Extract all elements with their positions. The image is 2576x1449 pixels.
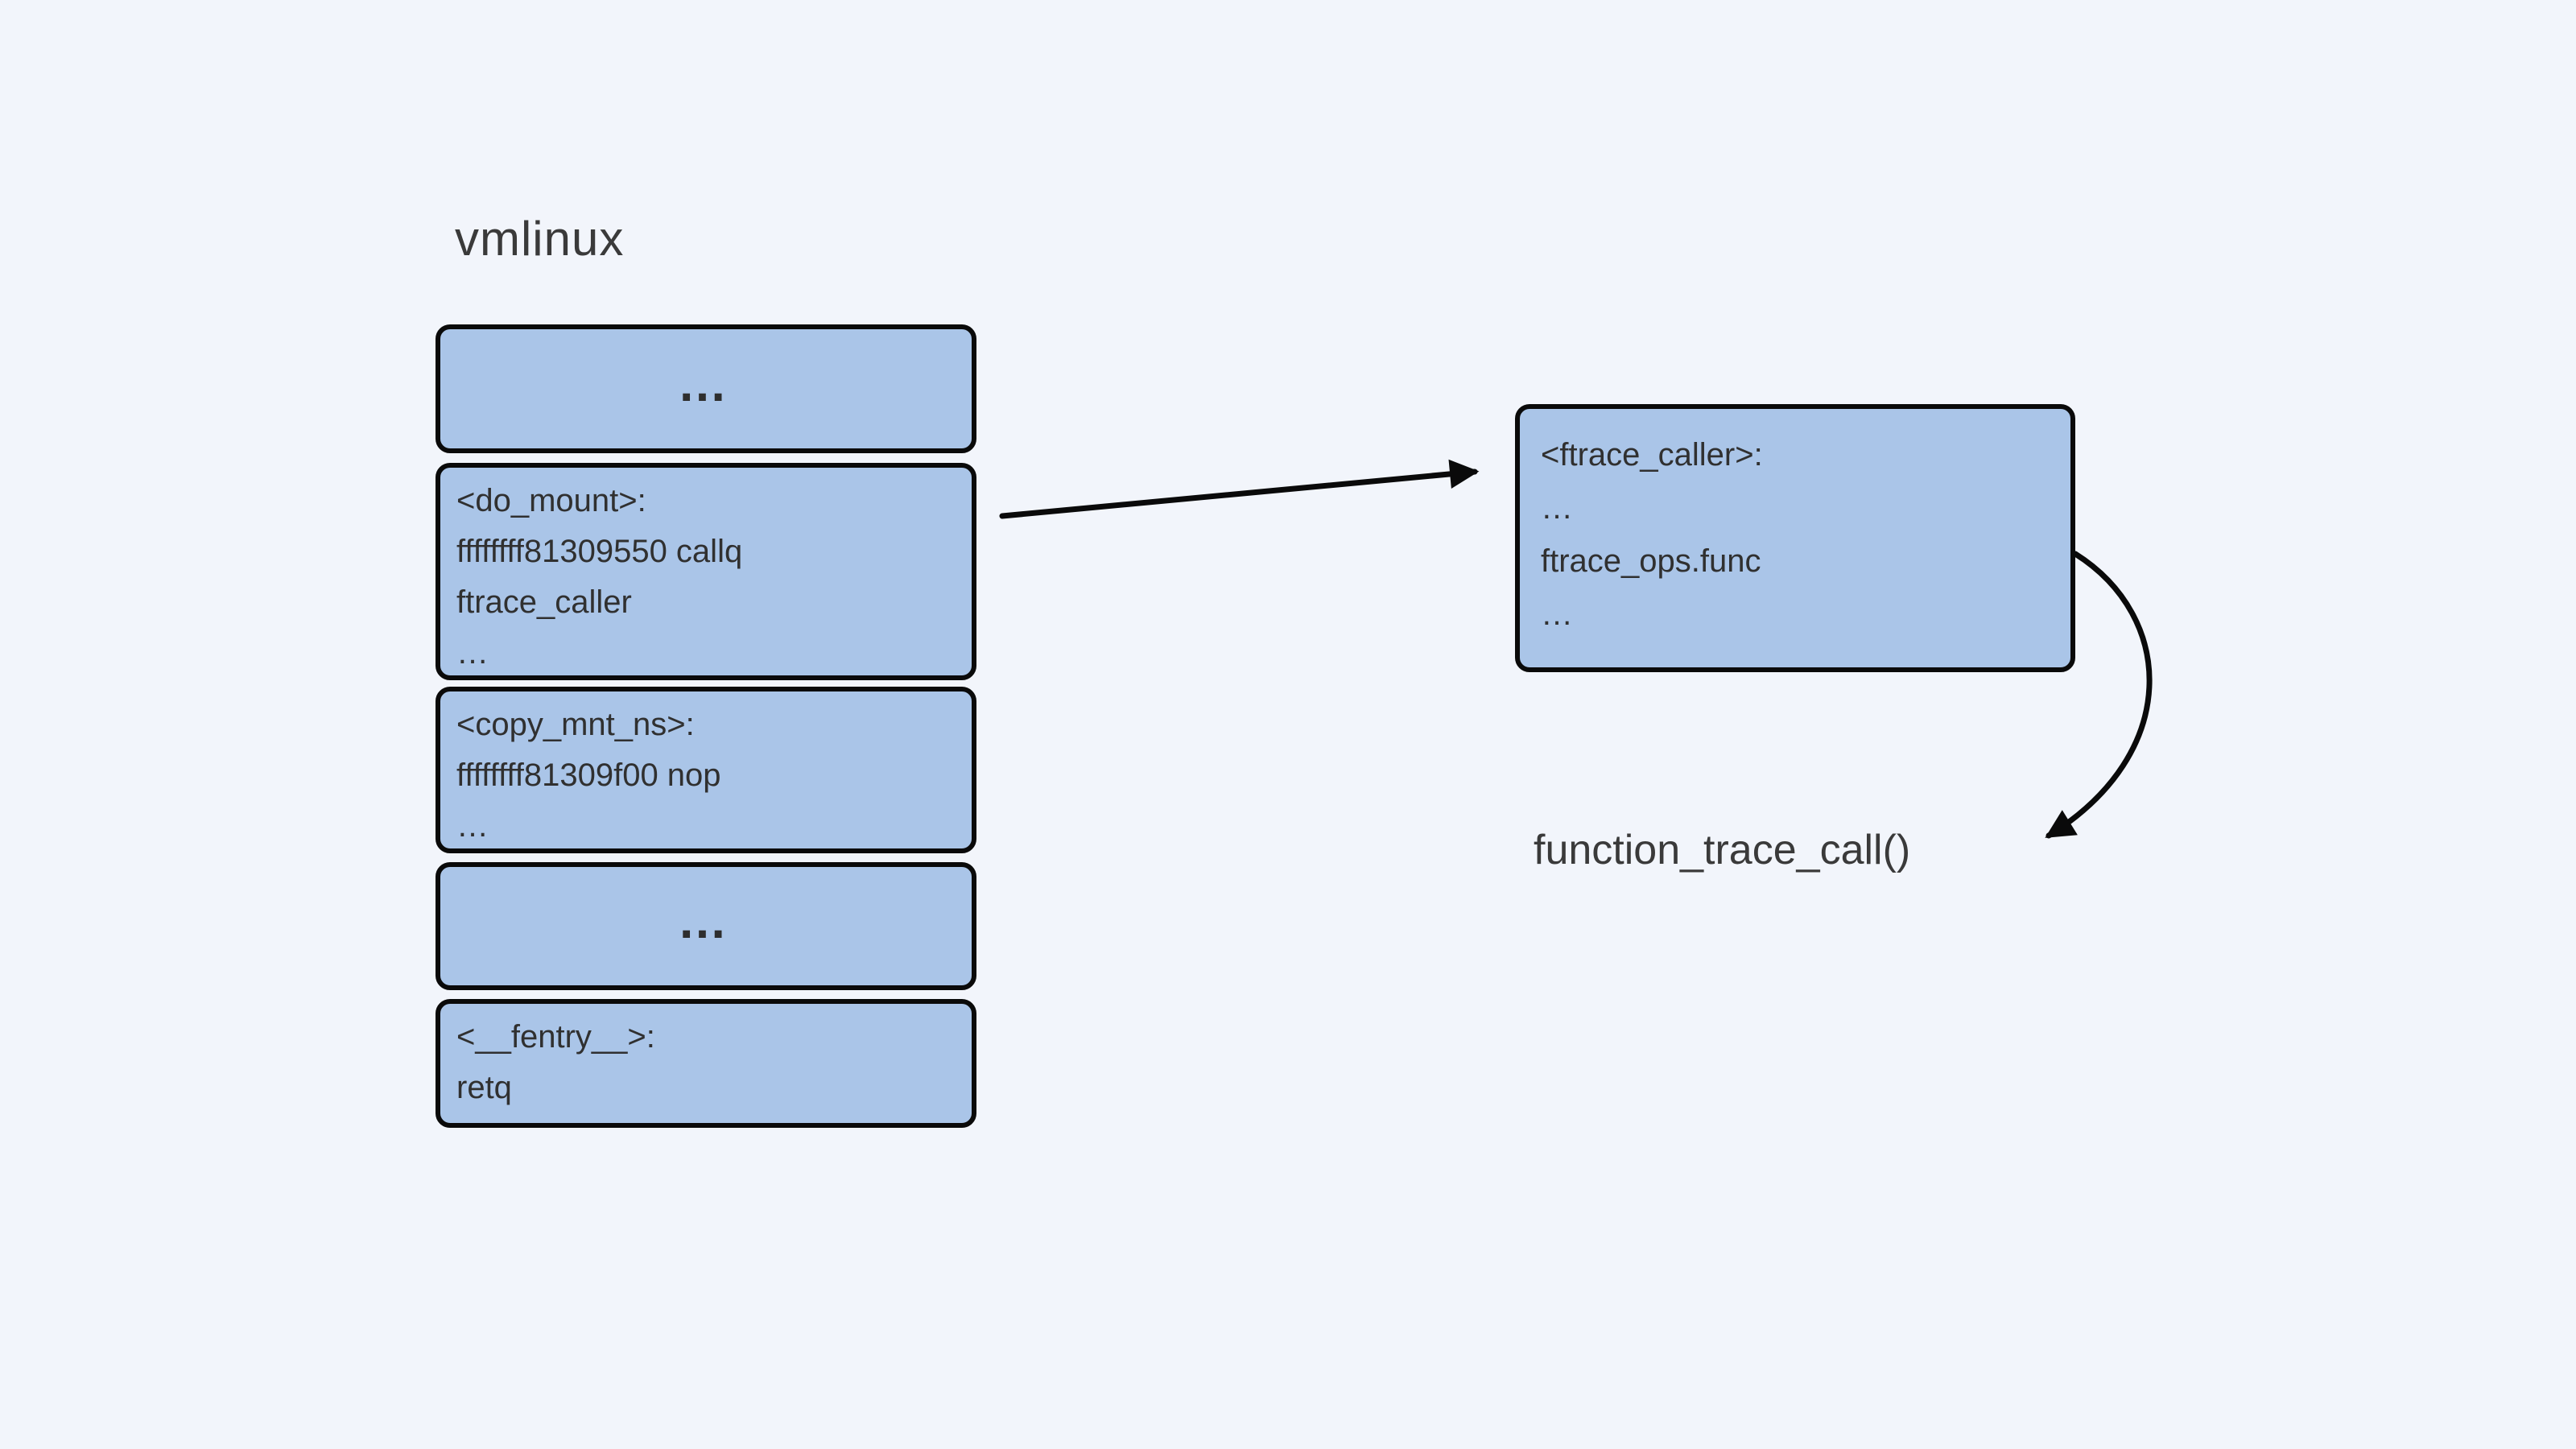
code-line: … bbox=[456, 808, 489, 844]
code-line: ffffffff81309550 callq bbox=[456, 534, 743, 569]
code-line: <copy_mnt_ns>: bbox=[456, 707, 695, 742]
code-line: ftrace_caller bbox=[456, 584, 632, 620]
code-line: … bbox=[1541, 490, 1573, 526]
ellipsis-text: … bbox=[677, 356, 735, 412]
code-line: … bbox=[1541, 597, 1573, 632]
code-line: ffffffff81309f00 nop bbox=[456, 758, 721, 793]
code-line: retq bbox=[456, 1070, 512, 1105]
code-line: <__fentry__>: bbox=[456, 1019, 655, 1055]
vmlinux-title: vmlinux bbox=[455, 212, 625, 266]
function-trace-call-label: function_trace_call() bbox=[1534, 827, 1911, 873]
memory-block-copy-mnt-ns: <copy_mnt_ns>: ffffffff81309f00 nop … bbox=[436, 687, 976, 853]
code-line: … bbox=[456, 635, 489, 671]
code-line: <do_mount>: bbox=[456, 483, 646, 518]
memory-block-fentry: <__fentry__>: retq bbox=[436, 999, 976, 1128]
memory-block-ellipsis-top: … bbox=[436, 324, 976, 453]
ftrace-caller-block: <ftrace_caller>: … ftrace_ops.func … bbox=[1515, 404, 2075, 672]
code-line: ftrace_ops.func bbox=[1541, 543, 1761, 579]
ellipsis-text: … bbox=[677, 894, 735, 949]
code-line: <ftrace_caller>: bbox=[1541, 437, 1763, 473]
memory-block-ellipsis-bottom: … bbox=[436, 862, 976, 990]
callq-to-ftrace-caller-arrow bbox=[999, 459, 1480, 519]
memory-block-do-mount: <do_mount>: ffffffff81309550 callq ftrac… bbox=[436, 463, 976, 680]
